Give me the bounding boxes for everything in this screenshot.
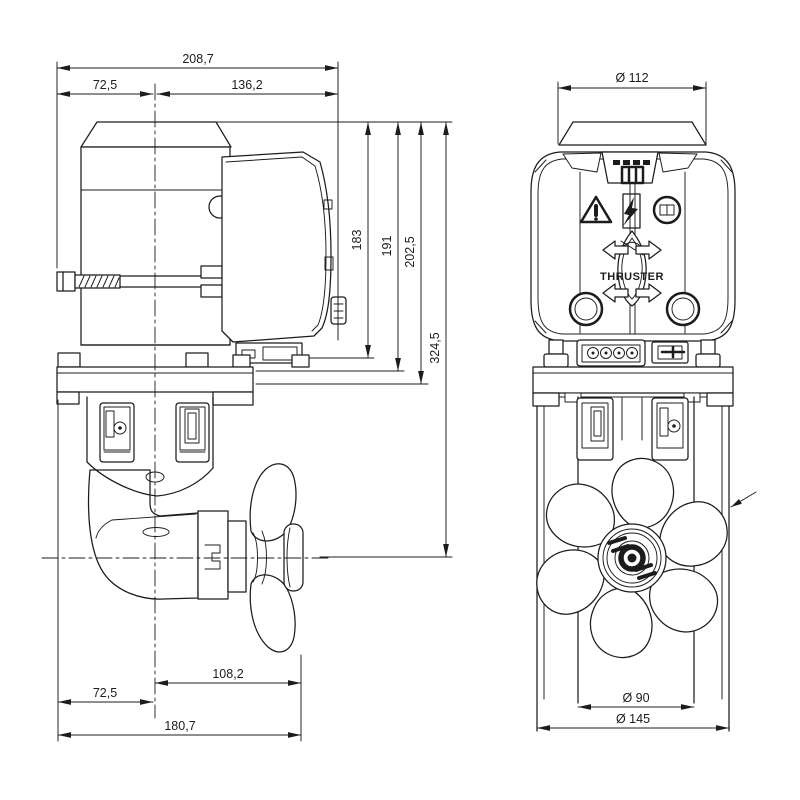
side-anode-bolt [56,265,223,298]
dim-bottom-left: 72,5 [93,686,117,700]
front-terminals [543,339,721,368]
front-warning-icons [579,193,682,229]
dim-width-right: 136,2 [231,78,262,92]
side-motor [80,121,232,346]
dim-height-a: 183 [350,230,364,251]
dim-height-total: 324,5 [428,332,442,363]
side-prop-hub [283,523,304,592]
front-flange [532,366,734,407]
side-knob [330,296,347,325]
dim-propeller-diameter: Ø 90 [622,691,649,705]
prop-blades [536,457,728,659]
front-ports [568,291,701,327]
dimension-labels: 208,7 72,5 136,2 183 191 202,5 324,5 108… [93,52,664,733]
front-view [530,121,757,732]
front-clamp-blocks [576,397,689,461]
front-right-wing [658,152,698,173]
front-direction-graphic [602,230,662,307]
dim-bottom-total: 180,7 [164,719,195,733]
thrust-arrow-left-icon [602,240,629,260]
front-motor [558,121,707,146]
dim-tunnel-diameter: Ø 145 [616,712,650,726]
thrust-arrow-right2-icon [635,283,662,303]
dim-width-left: 72,5 [93,78,117,92]
centerlines [41,83,333,719]
thrust-arrow-left2-icon [602,283,629,303]
manual-icon [652,195,682,225]
side-clamp-housing [86,396,214,497]
dim-motor-diameter: Ø 112 [615,71,648,85]
dim-width-total: 208,7 [182,52,213,66]
high-voltage-icon [622,193,641,229]
side-coupling [197,510,229,600]
side-gear-leg [87,469,247,600]
side-propeller [249,463,304,653]
front-left-wing [562,152,602,173]
side-base-feet [57,344,310,368]
thrust-arrow-right-icon [635,240,662,260]
dim-height-c: 202,5 [403,236,417,267]
prop-leader-arrow [730,491,757,508]
dim-height-b: 191 [380,236,394,257]
warning-triangle-icon [579,195,613,224]
dim-bottom-center-to-prop: 108,2 [212,667,243,681]
side-view [56,121,347,653]
prop-hub [597,523,667,593]
side-control-cover [221,151,347,364]
front-propeller [536,457,728,659]
thruster-label: THRUSTER [600,271,664,283]
dimensions [56,61,730,742]
